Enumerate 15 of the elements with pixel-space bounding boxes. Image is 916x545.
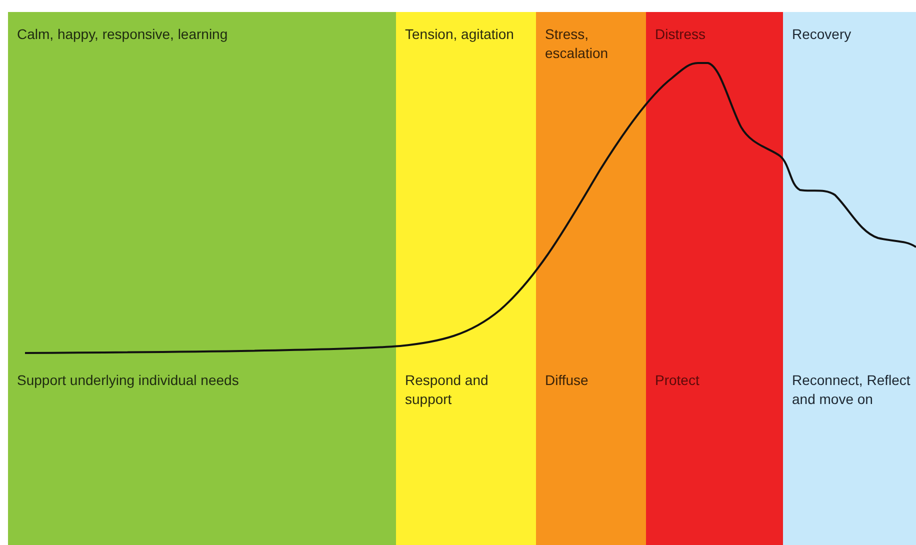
stage-band xyxy=(8,12,396,545)
stage-band xyxy=(396,12,536,545)
state-heading: Distress xyxy=(655,25,707,44)
stage-band xyxy=(783,12,916,545)
stage-band xyxy=(536,12,646,545)
response-text: Protect xyxy=(655,371,700,390)
response-text: Respond and support xyxy=(405,371,490,409)
stage-band xyxy=(646,12,783,545)
state-heading: Stress, escalation xyxy=(545,25,610,63)
response-text: Diffuse xyxy=(545,371,590,390)
response-text: Reconnect, Reflect and move on xyxy=(792,371,912,409)
state-heading: Calm, happy, responsive, learning xyxy=(17,25,229,44)
state-heading: Tension, agitation xyxy=(405,25,515,44)
state-heading: Recovery xyxy=(792,25,852,44)
response-text: Support underlying individual needs xyxy=(17,371,240,390)
